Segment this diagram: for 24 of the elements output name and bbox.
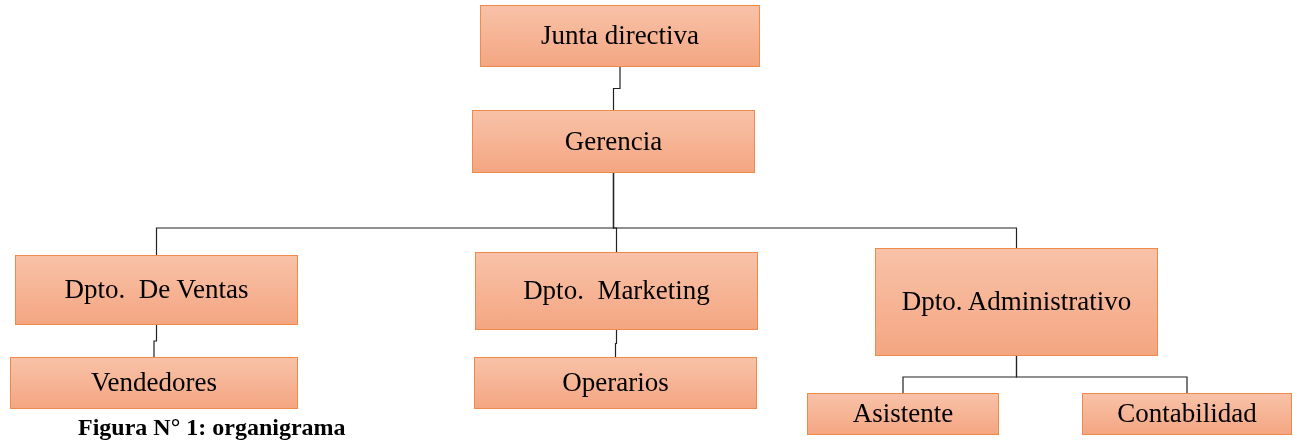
box-label: Junta directiva	[540, 19, 700, 53]
connector-line	[614, 329, 618, 358]
org-box	[472, 110, 755, 173]
box-label: Contabilidad	[1117, 397, 1257, 431]
org-box	[1082, 393, 1292, 435]
org-box	[480, 5, 760, 67]
connector-line	[1015, 355, 1188, 394]
box-label: Gerencia	[564, 124, 663, 158]
connector-line	[612, 172, 1018, 249]
box-label: Asistente	[852, 397, 954, 431]
box-label: Dpto. Marketing	[523, 274, 710, 308]
connector-line	[612, 66, 621, 111]
box-label: Vendedores	[91, 366, 217, 400]
org-box	[474, 357, 757, 409]
org-box	[875, 248, 1158, 356]
org-box	[807, 393, 999, 435]
box-label: Dpto. De Ventas	[64, 273, 249, 307]
org-box	[15, 255, 298, 325]
box-label: Operarios	[562, 366, 669, 400]
figure-caption: Figura N° 1: organigrama	[78, 413, 346, 442]
box-label: Dpto. Administrativo	[901, 285, 1132, 319]
connector-line	[153, 324, 158, 358]
org-box	[475, 252, 758, 330]
org-box	[10, 357, 298, 409]
